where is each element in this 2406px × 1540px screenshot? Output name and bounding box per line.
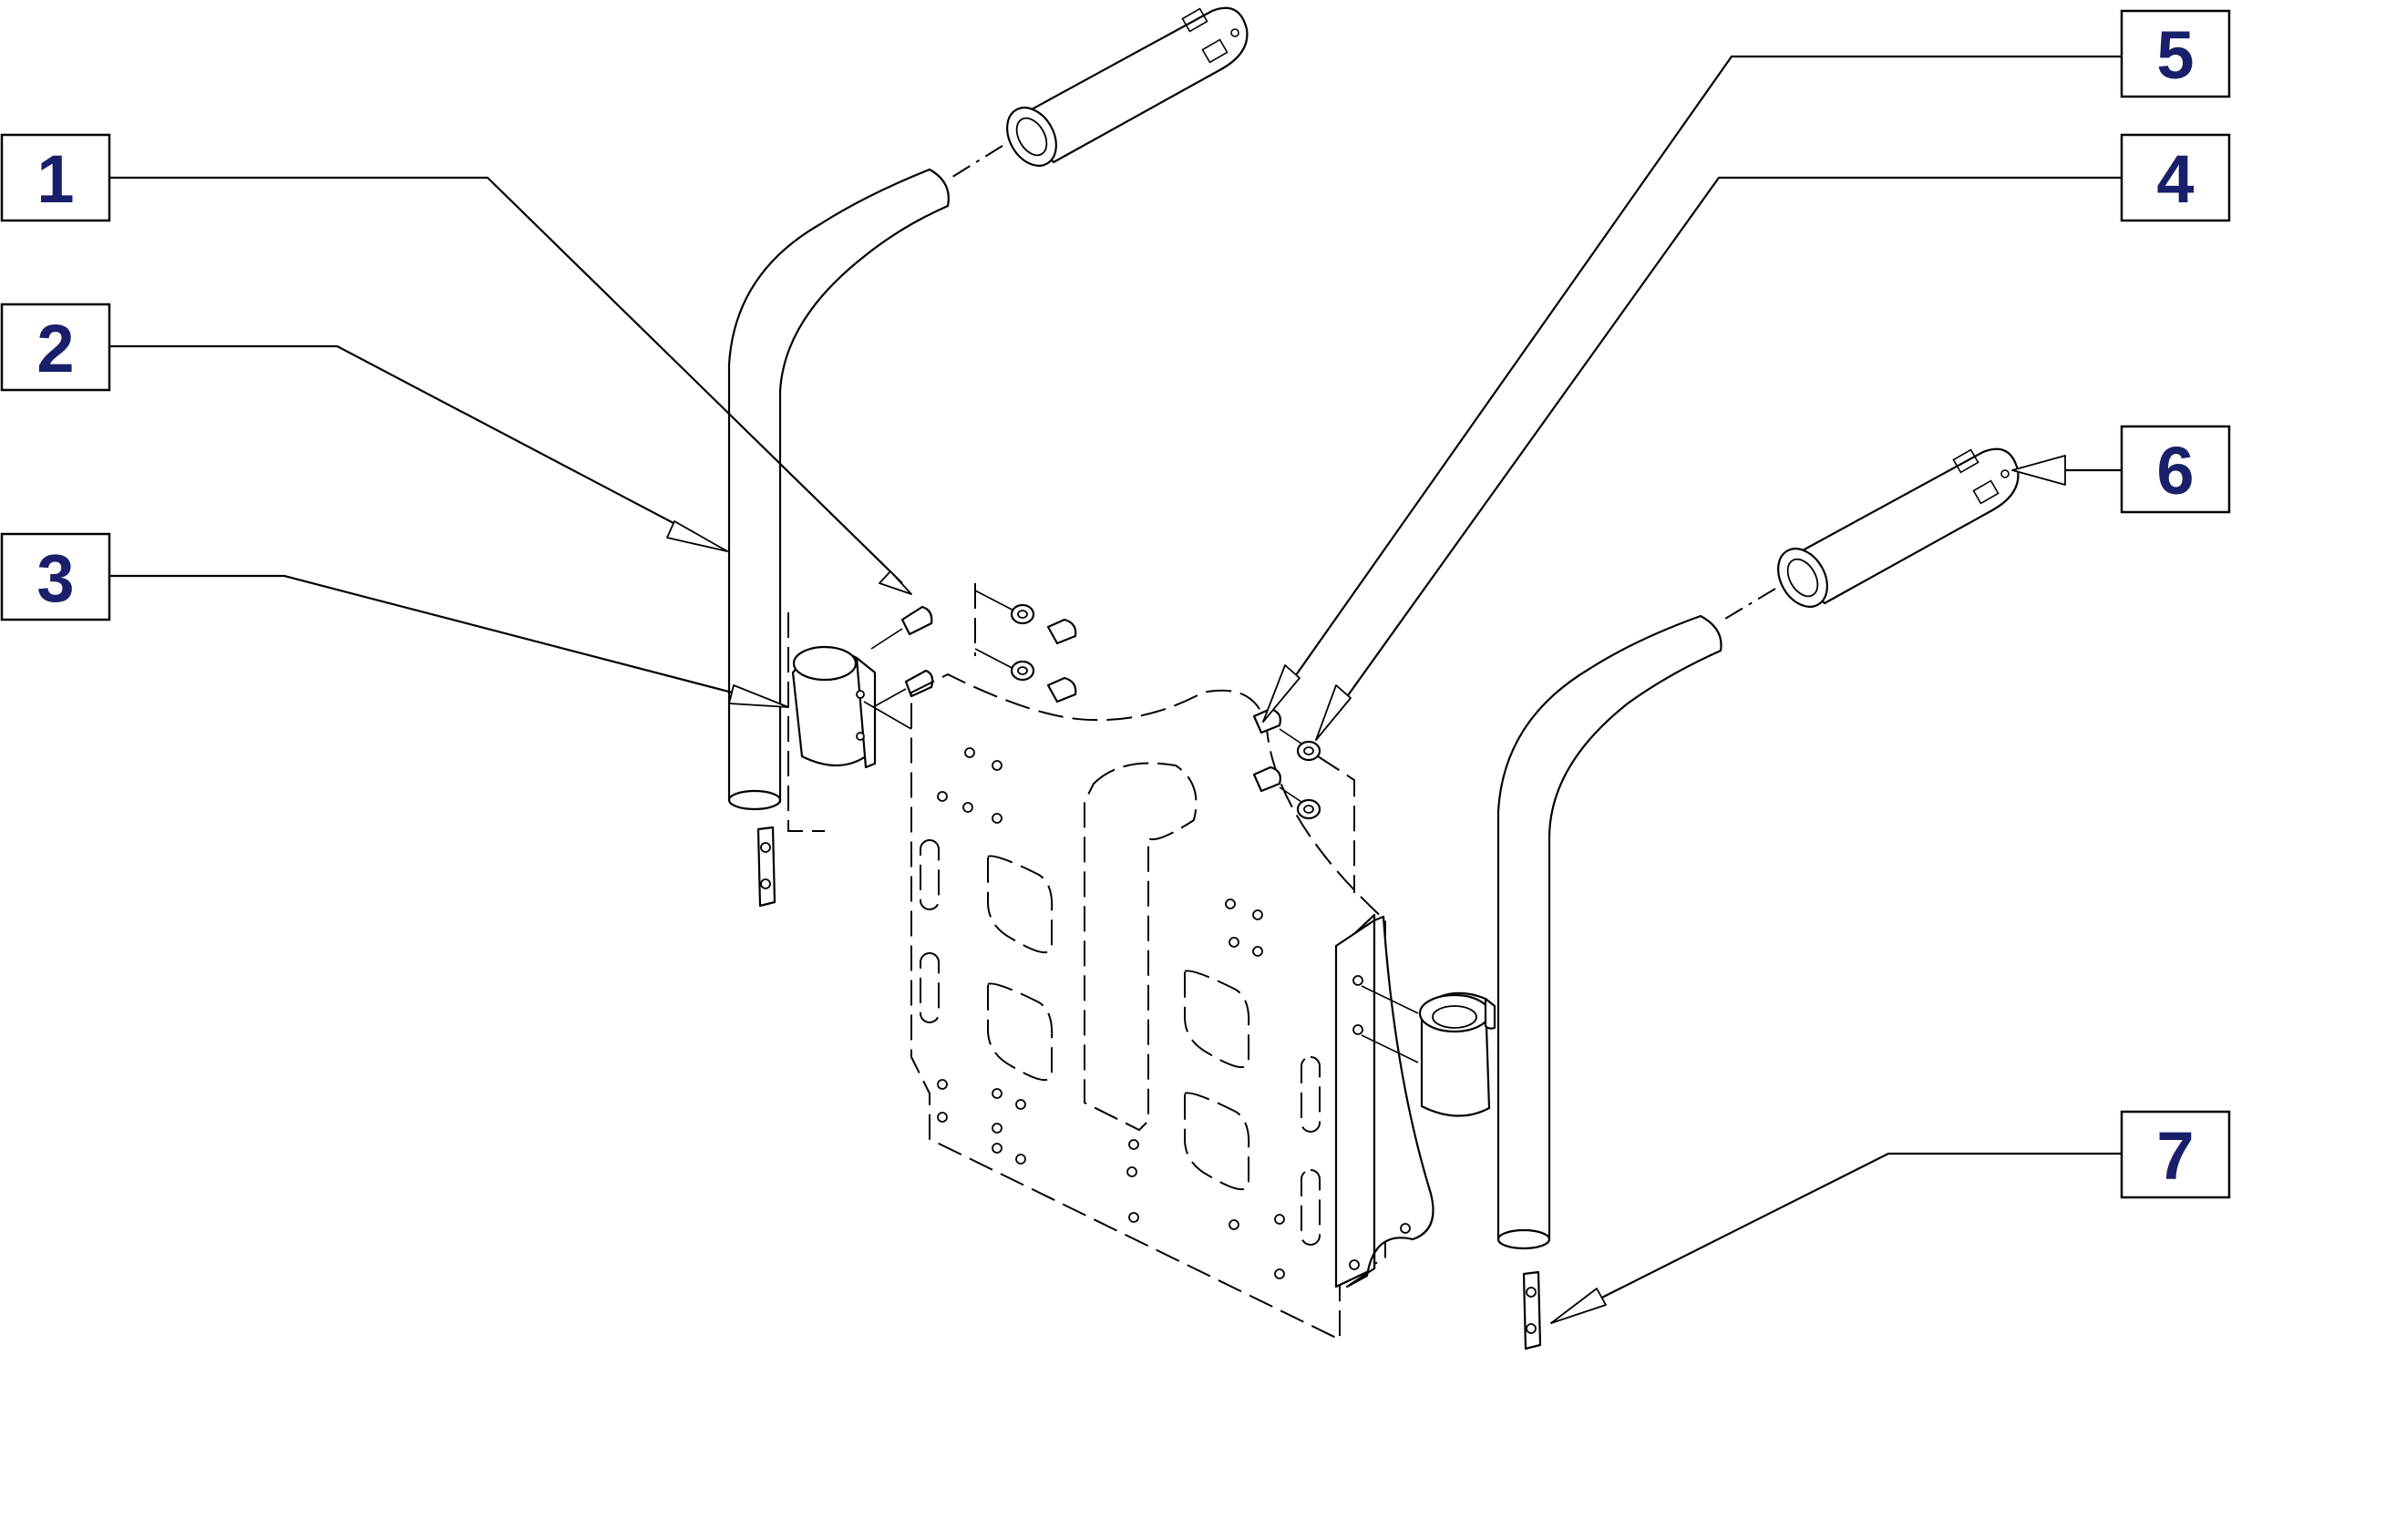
- callout-label-3: 3: [36, 540, 74, 616]
- callout-box-1: 1: [0, 133, 111, 222]
- callout-box-3: 3: [0, 532, 111, 621]
- left-bottom-tab: [756, 826, 776, 908]
- callout-label-4: 4: [2156, 141, 2194, 217]
- callout-leaders: [109, 55, 2122, 1324]
- left-tube-clamp: [787, 612, 877, 832]
- plate-side-flange: [1334, 915, 1434, 1288]
- callout-label-1: 1: [36, 141, 74, 217]
- callout-label-2: 2: [36, 311, 74, 386]
- left-grip-centerline: [949, 145, 1003, 180]
- left-screws: [863, 605, 934, 730]
- callout-label-7: 7: [2156, 1118, 2194, 1194]
- left-grip-sleeve: [1006, 6, 1249, 167]
- plate-holes: [937, 747, 1285, 1279]
- left-handle-tube: [727, 168, 950, 811]
- callout-label-5: 5: [2156, 17, 2194, 93]
- callout-label-6: 6: [2156, 433, 2194, 508]
- callout-box-4: 4: [2120, 133, 2231, 222]
- right-grip-sleeve: [1777, 447, 2020, 608]
- callout-box-5: 5: [2120, 9, 2231, 98]
- callout-box-6: 6: [2120, 425, 2231, 514]
- right-tube-clamp: [1361, 985, 1496, 1117]
- callout-box-7: 7: [2120, 1110, 2231, 1199]
- callout-box-2: 2: [0, 303, 111, 392]
- right-grip-centerline: [1720, 588, 1776, 622]
- upper-screws: [974, 583, 1077, 703]
- back-mounting-plate: [910, 672, 1386, 1341]
- right-screws-washers: [1252, 707, 1355, 893]
- right-handle-tube: [1496, 614, 1722, 1250]
- right-bottom-tab: [1522, 1270, 1542, 1350]
